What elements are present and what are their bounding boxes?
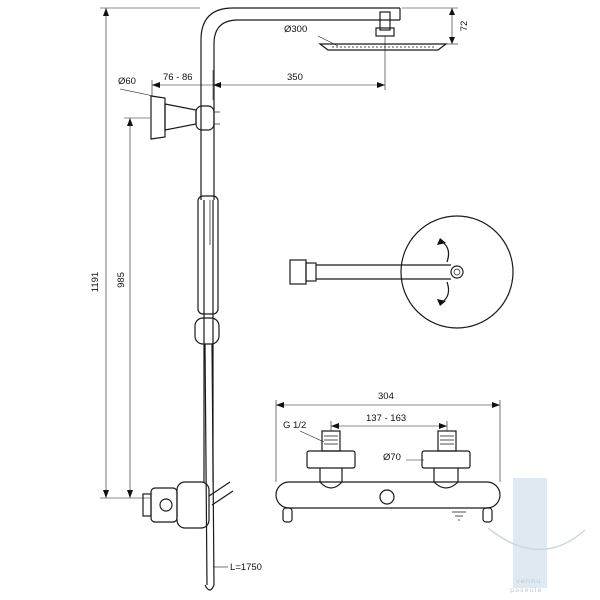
hose bbox=[204, 343, 215, 591]
watermark-line2: paseule bbox=[510, 586, 542, 594]
watermark-line1: vennu bbox=[516, 577, 541, 585]
label-bracket-diameter: Ø60 bbox=[118, 76, 136, 87]
hand-shower-holder bbox=[197, 195, 219, 315]
hose-left bbox=[204, 343, 208, 586]
shower-head-side bbox=[318, 11, 448, 51]
riser-outer bbox=[200, 7, 400, 200]
label-head-height: 72 bbox=[459, 21, 470, 32]
top-wall-plate bbox=[289, 259, 307, 285]
head-center bbox=[450, 265, 464, 279]
mixer-knob bbox=[159, 498, 173, 512]
mixer-lever-2 bbox=[211, 490, 234, 506]
label-bracket-height: 985 bbox=[116, 272, 127, 288]
holder-clamp bbox=[194, 317, 220, 345]
leader-thread bbox=[299, 430, 325, 443]
watermark-bar bbox=[513, 478, 547, 588]
head-nut bbox=[375, 27, 395, 37]
label-hose-length: L=1750 bbox=[230, 562, 262, 573]
label-arm-length: 350 bbox=[287, 72, 303, 83]
dimension-labels: Ø300 72 76 - 86 350 Ø60 1191 985 L=1750 … bbox=[90, 21, 470, 573]
left-inlet bbox=[306, 430, 356, 489]
head-disc bbox=[400, 215, 514, 329]
bracket-arm bbox=[164, 103, 197, 131]
rotate-arrow-bottom bbox=[440, 281, 450, 304]
mixer-center-button bbox=[379, 489, 395, 505]
shower-head-top-view bbox=[289, 215, 514, 329]
right-inlet-elbow bbox=[433, 468, 459, 489]
mixer-front-view bbox=[275, 430, 501, 523]
mixer-left-knob bbox=[282, 507, 293, 523]
leader-o60 bbox=[119, 88, 159, 98]
watermark: vennu paseule bbox=[487, 478, 586, 594]
label-head-diameter: Ø300 bbox=[284, 24, 307, 35]
top-wall-collar bbox=[305, 262, 317, 282]
mixer-body-side bbox=[150, 487, 178, 523]
head-center-inner bbox=[453, 268, 461, 276]
mixer-right-knob bbox=[482, 507, 493, 523]
left-inlet-thread bbox=[321, 430, 341, 452]
label-mixer-width: 304 bbox=[378, 391, 394, 402]
label-inlet-spacing: 137 - 163 bbox=[366, 413, 406, 424]
rotate-arrowhead-top bbox=[437, 238, 446, 245]
leader-o300 bbox=[317, 35, 339, 47]
rotate-arrow-top bbox=[440, 240, 450, 263]
shower-column bbox=[194, 7, 401, 482]
hose-bottom bbox=[204, 584, 215, 591]
left-inlet-nut bbox=[306, 450, 356, 469]
bracket-clamp bbox=[195, 105, 215, 131]
mixer-bar bbox=[275, 481, 501, 509]
mixer-side-view bbox=[142, 481, 234, 529]
ground-symbol bbox=[452, 511, 466, 521]
wall-nut bbox=[142, 493, 152, 517]
riser-inner bbox=[213, 19, 400, 200]
head-plate bbox=[318, 43, 448, 51]
mixer-lever bbox=[208, 481, 231, 497]
label-inlet-diameter: Ø70 bbox=[383, 452, 401, 463]
watermark-swoosh bbox=[487, 527, 586, 551]
right-inlet-nut bbox=[421, 450, 471, 469]
head-joint bbox=[379, 11, 391, 31]
label-total-height: 1191 bbox=[90, 272, 101, 292]
bracket-rosette bbox=[150, 95, 166, 140]
right-inlet-thread bbox=[437, 430, 457, 452]
label-arm-offset: 76 - 86 bbox=[163, 72, 193, 83]
wall-bracket bbox=[150, 95, 220, 140]
rotate-arrowhead-bottom bbox=[437, 299, 446, 306]
dimension-lines bbox=[100, 7, 501, 568]
label-inlet-thread: G 1/2 bbox=[283, 420, 306, 431]
mixer-column-base bbox=[176, 481, 210, 529]
hose-right bbox=[211, 343, 215, 586]
right-inlet bbox=[421, 430, 471, 489]
left-inlet-elbow bbox=[319, 468, 343, 489]
